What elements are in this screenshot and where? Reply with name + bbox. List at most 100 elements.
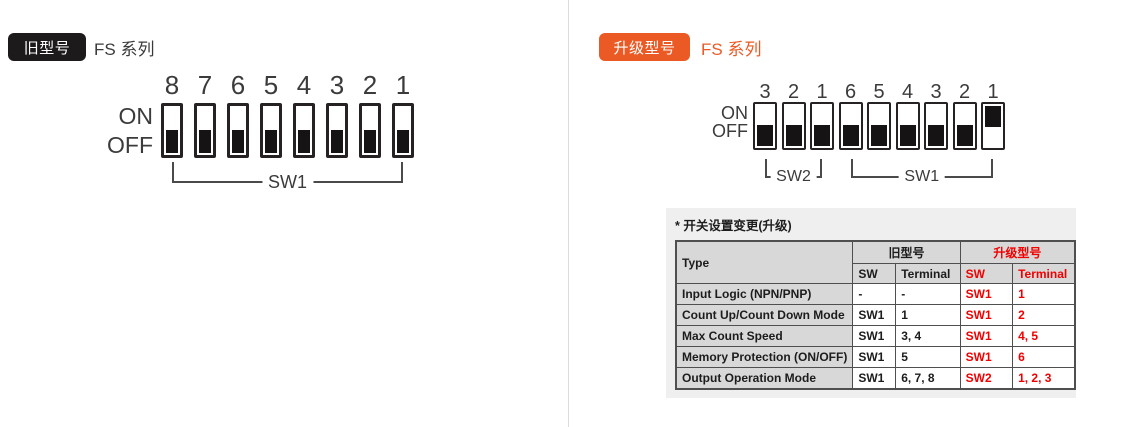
switch-number: 3 [759,81,771,103]
dip-switch-off [293,103,315,158]
switch-number: 2 [787,81,800,103]
off-label: OFF [712,121,748,141]
cell-new-sw: SW1 [959,304,1014,326]
switch-knob [842,124,859,146]
subheader-old-sw: SW [852,263,897,284]
cell-new-sw: SW1 [959,325,1014,347]
table-title: * 开关设置变更(升级) [675,219,792,233]
switch-number: 1 [816,81,828,103]
cell-new-sw: SW2 [959,367,1014,389]
section-divider [568,0,569,427]
cell-new-terminal: 1, 2, 3 [1012,367,1076,389]
switch-knob [871,124,887,146]
dip-switch-off [194,103,216,158]
cell-old-terminal: - [895,283,961,305]
switch-knob [166,130,178,153]
sw2-bracket: SW2 [765,159,822,185]
dip-switch-off [753,102,777,150]
switch-knob [757,124,773,146]
bracket-label: SW2 [770,169,817,185]
dip-switch-off [952,102,977,150]
dip-switch-off [392,103,414,158]
cell-new-sw: SW1 [959,346,1014,368]
switch-number: 1 [987,81,999,103]
switch-knob [985,106,1001,128]
dip-switch-off [867,102,891,150]
cell-old-terminal: 5 [895,346,961,368]
subheader-new-terminal: Terminal [1012,263,1076,284]
upgraded-series-label: FS 系列 [701,39,762,59]
dip-switch-off [810,102,834,150]
switch-number: 1 [395,70,411,100]
dip-switch-off [227,103,249,158]
cell-old-sw: - [852,283,897,305]
switch-number: 3 [930,81,942,103]
switch-number: 6 [230,70,246,100]
cell-old-sw: SW1 [852,325,897,347]
on-label: ON [721,103,748,123]
switch-number: 8 [164,70,180,100]
switch-number: 5 [263,70,279,100]
switch-number: 3 [329,70,345,100]
switch-number: 2 [362,70,378,100]
bracket-label: SW1 [261,173,314,191]
sw1-bracket: SW1 [850,159,993,185]
header-old-model: 旧型号 [852,240,961,264]
cell-new-sw: SW1 [959,283,1014,305]
switch-knob [364,130,376,153]
switch-knob [928,124,944,146]
switch-knob [331,130,343,153]
dip-switch-off [326,103,348,158]
upgraded-model-badge: 升级型号 [599,33,690,61]
dip-switch-off [924,102,948,150]
switch-knob [397,130,409,153]
dip-switch-on [981,102,1005,150]
switch-knob [814,124,830,146]
switch-knob [199,130,211,153]
switch-knob [265,130,277,153]
cell-old-sw: SW1 [852,304,897,326]
switch-knob [232,130,244,153]
cell-type: Output Operation Mode [675,367,854,389]
cell-type: Memory Protection (ON/OFF) [675,346,854,368]
dip-switch-off [359,103,381,158]
sw1-bracket: SW1 [172,162,403,191]
cell-old-terminal: 3, 4 [895,325,961,347]
cell-type: Count Up/Count Down Mode [675,304,854,326]
cell-new-terminal: 2 [1012,304,1076,326]
switch-knob [785,124,802,146]
switch-knob [899,124,916,146]
cell-old-sw: SW1 [852,346,897,368]
cell-new-terminal: 6 [1012,346,1076,368]
dip-switch-off [161,103,183,158]
dip-switch-off [838,102,863,150]
cell-new-terminal: 1 [1012,283,1076,305]
off-label: OFF [107,132,153,158]
switch-number: 2 [958,81,971,103]
cell-old-terminal: 6, 7, 8 [895,367,961,389]
dip-switch-off [895,102,920,150]
header-upgraded-model: 升级型号 [959,240,1076,264]
switch-number: 4 [901,81,914,103]
cell-type: Input Logic (NPN/PNP) [675,283,854,305]
switch-number: 5 [873,81,885,103]
switch-number: 4 [296,70,312,100]
switch-number: 7 [197,70,213,100]
switch-knob [298,130,310,153]
dip-switch-off [260,103,282,158]
